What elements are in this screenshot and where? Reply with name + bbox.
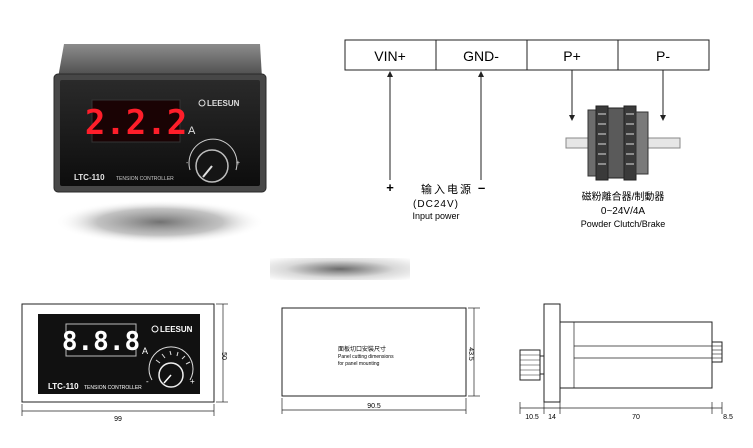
front-knob-ticks bbox=[155, 350, 191, 365]
front-knob-scale bbox=[148, 346, 194, 381]
powder-clutch-icon bbox=[565, 105, 681, 181]
front-view-svg: 8.8.8 A LEESUN - + LTC-110 TENSION CONTR… bbox=[21, 303, 228, 423]
front-subtitle-label: TENSION CONTROLLER bbox=[84, 385, 142, 391]
input-plus-sign: + bbox=[386, 180, 394, 195]
cutout-height-dim: 43.5 bbox=[467, 347, 474, 361]
cutout-label-en1: Panel cutting dimensions bbox=[338, 354, 394, 360]
side-dim-body: 70 bbox=[632, 414, 640, 421]
model-label: LTC-110 bbox=[74, 173, 105, 182]
front-led-display: 8.8.8 bbox=[62, 327, 140, 357]
front-knob-minus: - bbox=[146, 377, 149, 386]
knob-plus-label: + bbox=[236, 160, 240, 167]
photo-shadow bbox=[55, 200, 265, 244]
cutout-outline bbox=[281, 307, 467, 397]
wiring-svg: VIN+ GND- P+ P- bbox=[344, 39, 710, 229]
side-view-svg: 10.5 14 70 8.5 bbox=[519, 303, 733, 421]
terminal-gnd-minus: GND- bbox=[463, 48, 499, 64]
front-model-label: LTC-110 bbox=[48, 382, 79, 391]
side-dim-bezel: 14 bbox=[548, 414, 556, 421]
terminal-p-minus: P- bbox=[656, 48, 670, 64]
front-knob-pointer bbox=[163, 374, 172, 384]
terminal-p-plus: P+ bbox=[563, 48, 581, 64]
terminal-block bbox=[344, 39, 710, 71]
clutch-spec: 0~24V/4A bbox=[601, 206, 646, 217]
front-brand-icon bbox=[151, 325, 159, 333]
wiring-diagram: VIN+ GND- P+ P- bbox=[330, 30, 740, 240]
knob-pointer bbox=[202, 165, 213, 178]
subtitle-label: TENSION CONTROLLER bbox=[116, 176, 174, 182]
front-width-dim: 99 bbox=[114, 416, 122, 423]
knob-minus-label: - bbox=[186, 160, 189, 167]
housing-top bbox=[58, 44, 262, 78]
terminal-vin-plus: VIN+ bbox=[374, 48, 406, 64]
input-power-en: Input power bbox=[412, 211, 459, 221]
side-dim-lines bbox=[519, 402, 723, 414]
led-display: 2.2.2 bbox=[85, 103, 187, 143]
brand-logo-icon bbox=[198, 99, 206, 107]
side-connector bbox=[711, 341, 723, 363]
input-power-cn: 输入电源 bbox=[421, 182, 473, 196]
side-bezel bbox=[543, 303, 561, 403]
cutout-width-dim: 90.5 bbox=[367, 403, 381, 410]
knob-scale bbox=[188, 138, 238, 171]
front-led-window bbox=[65, 323, 137, 357]
front-unit-label: A bbox=[142, 346, 148, 356]
side-dim-knob: 10.5 bbox=[525, 414, 539, 421]
side-view-drawing: 10.5 14 70 8.5 bbox=[514, 298, 748, 424]
clutch-label-en: Powder Clutch/Brake bbox=[581, 219, 666, 229]
front-knob-plus: + bbox=[190, 377, 195, 386]
clutch-label-cn: 磁粉離合器/制動器 bbox=[582, 190, 665, 203]
floor-shadow bbox=[270, 258, 410, 280]
cutout-svg: 面板切口安裝尺寸 Panel cutting dimensions for pa… bbox=[281, 307, 480, 414]
front-brand-name: LEESUN bbox=[160, 325, 193, 334]
cutout-label-en2: for panel mounting bbox=[338, 361, 380, 367]
brand-name: LEESUN bbox=[207, 99, 240, 108]
led-window bbox=[91, 99, 181, 143]
side-dim-connector: 8.5 bbox=[723, 414, 733, 421]
unit-label: A bbox=[188, 125, 196, 137]
front-height-dim: 50 bbox=[220, 352, 227, 360]
cutout-drawing: 面板切口安裝尺寸 Panel cutting dimensions for pa… bbox=[276, 300, 486, 420]
device-photo-svg: 2.2.2 A LEESUN - + LTC-110 TENSION CONTR… bbox=[53, 44, 267, 244]
side-body bbox=[559, 321, 713, 389]
input-voltage: (DC24V) bbox=[413, 199, 459, 210]
device-photo: 2.2.2 A LEESUN - + LTC-110 TENSION CONTR… bbox=[0, 0, 300, 260]
front-view-drawing: 8.8.8 A LEESUN - + LTC-110 TENSION CONTR… bbox=[14, 298, 234, 424]
input-minus-sign: – bbox=[478, 180, 485, 195]
cutout-label-cn: 面板切口安裝尺寸 bbox=[338, 345, 386, 353]
